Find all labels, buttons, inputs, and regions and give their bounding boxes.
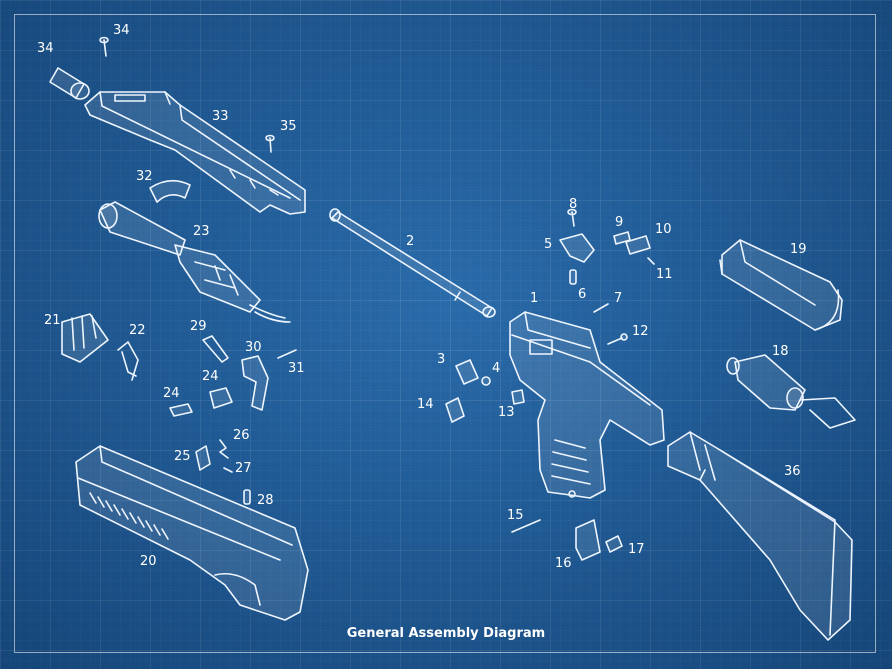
part-2-barrel (329, 208, 496, 318)
label-part-5: 5 (544, 237, 553, 252)
label-part-17: 17 (628, 542, 645, 557)
diagram-caption: General Assembly Diagram (346, 626, 546, 641)
label-part-15: 15 (507, 508, 524, 523)
part-18-buffer-assembly (726, 354, 856, 429)
part-16-magazine-catch (575, 519, 601, 561)
label-part-19: 19 (790, 242, 807, 257)
label-part-32: 32 (136, 169, 153, 184)
part-13-spring (511, 389, 525, 405)
label-part-23: 23 (193, 224, 210, 239)
label-part-24-right: 24 (202, 369, 219, 384)
label-part-1: 1 (530, 291, 539, 306)
label-part-4: 4 (492, 361, 501, 376)
part-25-latch (195, 445, 211, 471)
part-23-bolt-assembly (98, 201, 291, 323)
part-33-slide (84, 91, 306, 215)
part-12-screw (607, 333, 628, 345)
label-part-13: 13 (498, 405, 515, 420)
label-part-8: 8 (569, 197, 578, 212)
label-part-21: 21 (44, 313, 61, 328)
part-6-cylinder (569, 269, 577, 285)
part-36-stock (667, 431, 853, 641)
part-29-pin (202, 335, 229, 363)
part-26-spring (219, 439, 229, 459)
part-11-pin (647, 257, 655, 265)
part-19-handguard (719, 239, 843, 331)
part-10-plate (625, 235, 651, 255)
label-part-30: 30 (245, 340, 262, 355)
label-part-31: 31 (288, 361, 305, 376)
label-part-27: 27 (235, 461, 252, 476)
part-20-frame (75, 445, 309, 621)
part-32-curved-insert (149, 179, 191, 203)
part-31-pin (277, 349, 297, 359)
label-part-34-mid: 35 (280, 119, 297, 134)
label-part-10: 10 (655, 222, 672, 237)
label-part-25: 25 (174, 449, 191, 464)
label-part-35: 34 (37, 41, 54, 56)
label-part-11: 11 (656, 267, 673, 282)
blueprint-border (14, 14, 876, 653)
part-34-screw-mid (265, 134, 275, 153)
label-part-6: 6 (578, 287, 587, 302)
part-1-receiver-grip (509, 311, 665, 499)
part-34-screw-top (99, 36, 109, 57)
label-part-28: 28 (257, 493, 274, 508)
part-17-small-block (605, 535, 623, 553)
part-3-block (455, 359, 479, 385)
label-part-33: 33 (212, 109, 229, 124)
part-5-rear-sight (559, 233, 595, 263)
part-7-pin (593, 303, 609, 313)
label-part-14: 14 (417, 397, 434, 412)
part-24-small-block-left (169, 403, 193, 417)
label-part-18: 18 (772, 344, 789, 359)
label-part-36: 36 (784, 464, 801, 479)
part-24-small-block-right (209, 387, 233, 409)
label-part-26: 26 (233, 428, 250, 443)
label-part-20: 20 (140, 554, 157, 569)
label-part-34-top: 34 (113, 23, 130, 38)
part-28-cylinder-pin (243, 489, 251, 505)
label-part-2: 2 (406, 234, 415, 249)
label-part-12: 12 (632, 324, 649, 339)
part-15-pin (511, 519, 541, 533)
part-30-lever (241, 355, 269, 411)
label-part-22: 22 (129, 323, 146, 338)
part-35-cylinder (49, 67, 90, 100)
label-part-24-left: 24 (163, 386, 180, 401)
part-27-pin (223, 467, 233, 473)
part-8-screw (567, 208, 577, 227)
part-22-spring-clip (117, 341, 139, 381)
label-part-16: 16 (555, 556, 572, 571)
part-4-nut (481, 376, 491, 386)
label-part-29: 29 (190, 319, 207, 334)
label-part-7: 7 (614, 291, 623, 306)
part-21-block (61, 313, 109, 363)
part-14-cylinder (445, 397, 465, 423)
label-part-9: 9 (615, 215, 624, 230)
label-part-3: 3 (437, 352, 446, 367)
